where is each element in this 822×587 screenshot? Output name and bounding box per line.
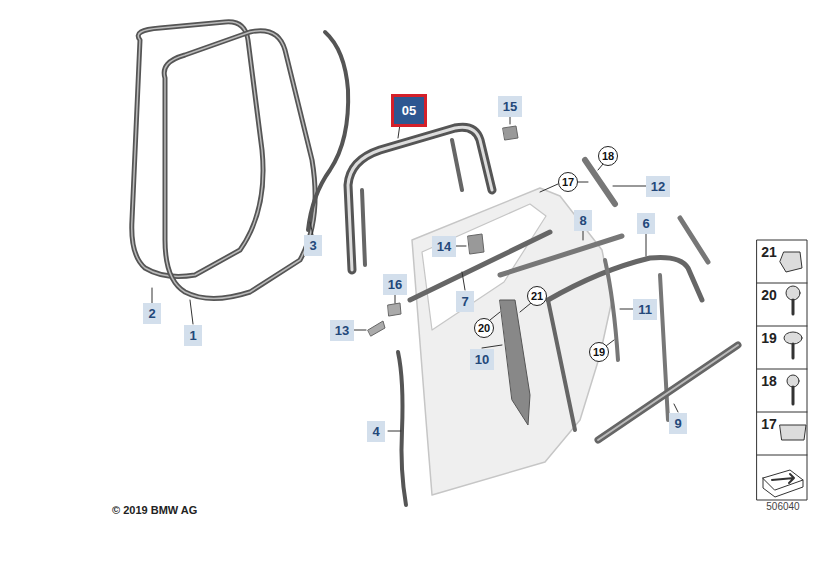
legend-number: 18 [761, 374, 777, 388]
diagram-code: 506040 [766, 502, 799, 512]
callout-number: 15 [498, 96, 522, 117]
callout-number: 16 [383, 274, 407, 295]
legend-number: 20 [761, 288, 777, 302]
circled-callout: 20 [474, 318, 494, 338]
callout-number: 8 [574, 210, 591, 231]
legend-number: 17 [761, 417, 777, 431]
callout-number: 3 [304, 235, 321, 256]
callout-number: 11 [633, 299, 657, 320]
callout-number: 1 [184, 325, 201, 346]
callout-number: 9 [669, 413, 686, 434]
callout-number: 7 [456, 291, 473, 312]
callout-number: 4 [367, 421, 384, 442]
callout-number: 12 [646, 176, 670, 197]
callout-number: 2 [143, 303, 160, 324]
callout-number: 13 [330, 320, 354, 341]
callout-number: 14 [432, 236, 456, 257]
highlighted-callout: 05 [394, 97, 424, 124]
circled-callout: 19 [589, 342, 609, 362]
circled-callout: 17 [558, 172, 578, 192]
callout-number: 10 [470, 349, 494, 370]
legend-number: 19 [761, 331, 777, 345]
callout-number: 6 [637, 213, 654, 234]
copyright-note: © 2019 BMW AG [112, 505, 197, 516]
circled-callout: 18 [598, 146, 618, 166]
circled-callout: 21 [527, 286, 547, 306]
legend-number: 21 [761, 245, 777, 259]
